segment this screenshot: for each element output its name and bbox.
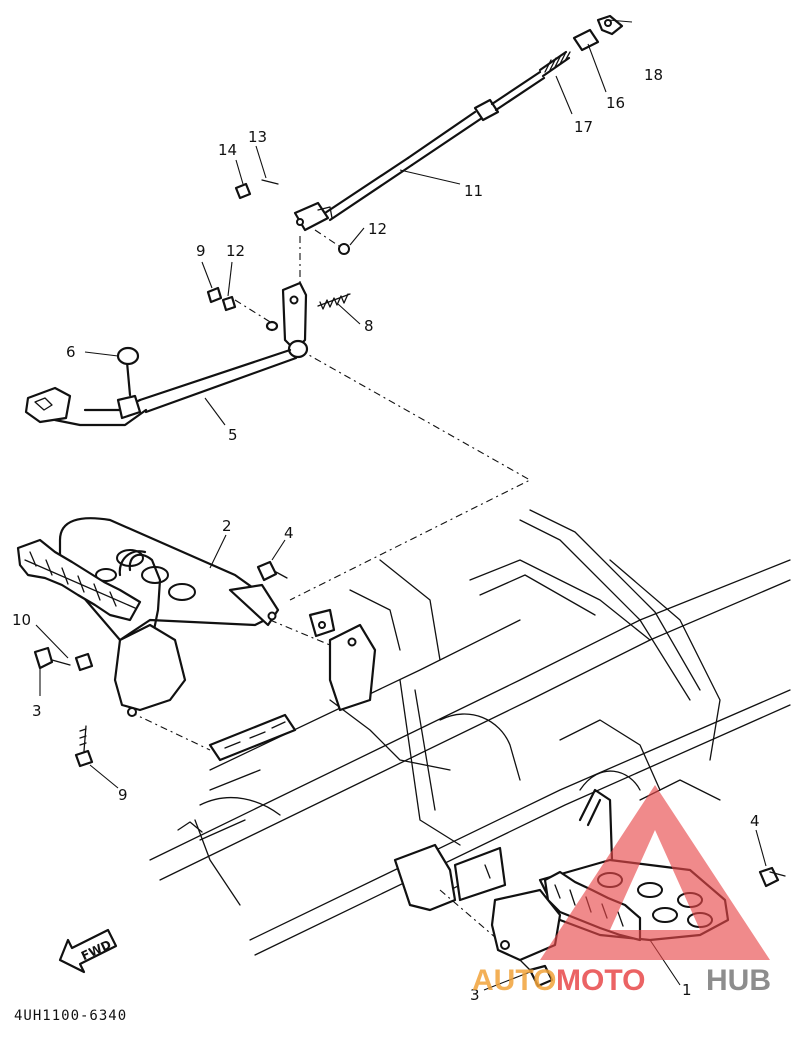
- callout-8: 9: [196, 242, 206, 260]
- callout-labels: 18 16 17 11 12 13 14 8 9 12 6 5 2 4 10 3…: [12, 66, 760, 1004]
- callout-5: 5: [228, 426, 238, 444]
- callout-11: 12: [226, 242, 245, 260]
- callout-12: 11: [464, 182, 483, 200]
- callout-4-right: 4: [750, 812, 760, 830]
- callout-10: 10: [12, 611, 31, 629]
- callout-1: 1: [682, 981, 692, 999]
- brake-cable-assembly: [234, 14, 624, 255]
- callout-16: 16: [606, 94, 625, 112]
- forward-arrow: FWD: [58, 928, 118, 974]
- callout-9: 9: [118, 786, 128, 804]
- callout-15: 14: [218, 141, 237, 159]
- watermark-brand-hub: HUB: [706, 964, 771, 997]
- frame-structure: [149, 509, 791, 956]
- callout-18: 18: [644, 66, 663, 84]
- watermark-brand-moto: MOTO: [556, 964, 645, 997]
- callout-13: 12: [368, 220, 387, 238]
- callout-3-right: 3: [470, 986, 480, 1004]
- left-footrest: [16, 517, 336, 768]
- callout-6: 6: [66, 343, 76, 361]
- automotohub-watermark: AUTO MOTO HUB: [472, 785, 771, 997]
- callout-7: 8: [364, 317, 374, 335]
- callout-2: 2: [222, 517, 232, 535]
- callout-4: 4: [284, 524, 294, 542]
- watermark-brand-auto: AUTO: [472, 964, 556, 997]
- part-code: 4UH1100-6340: [14, 1008, 127, 1024]
- watermark-triangle-icon: [540, 785, 770, 960]
- leader-lines: [35, 19, 767, 991]
- callout-3: 3: [32, 702, 42, 720]
- brake-pedal: [24, 281, 351, 427]
- callout-14: 13: [248, 128, 267, 146]
- callout-17: 17: [574, 118, 593, 136]
